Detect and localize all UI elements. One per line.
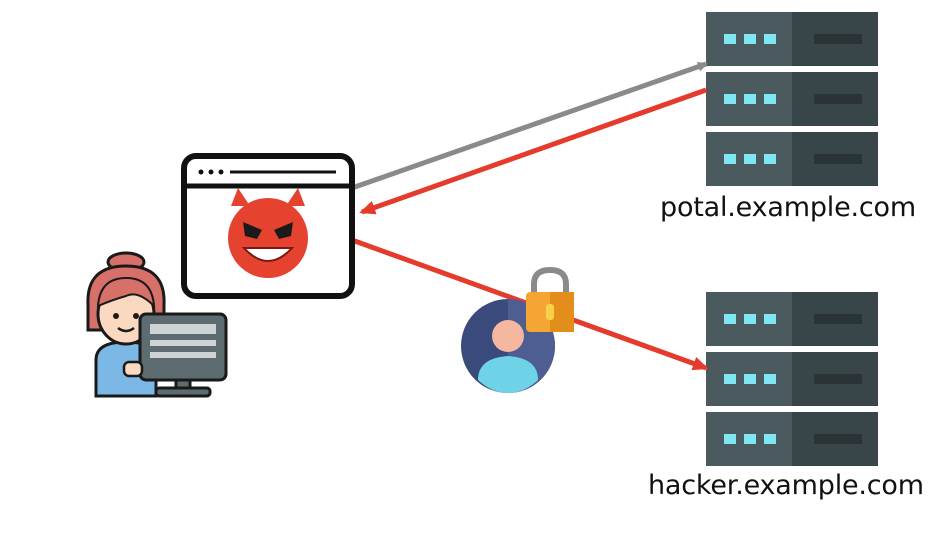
portal-server-label: potal.example.com xyxy=(660,192,916,223)
hacker-server-icon xyxy=(706,292,878,466)
devil-face-icon xyxy=(228,188,308,278)
hacker-server-label: hacker.example.com xyxy=(648,470,924,501)
response-arrow xyxy=(359,87,707,215)
person-at-computer-icon xyxy=(86,251,228,398)
portal-server-icon xyxy=(706,12,878,186)
request-arrow xyxy=(351,61,708,191)
padlock-icon xyxy=(526,266,574,332)
malicious-browser-window-icon xyxy=(181,153,355,299)
